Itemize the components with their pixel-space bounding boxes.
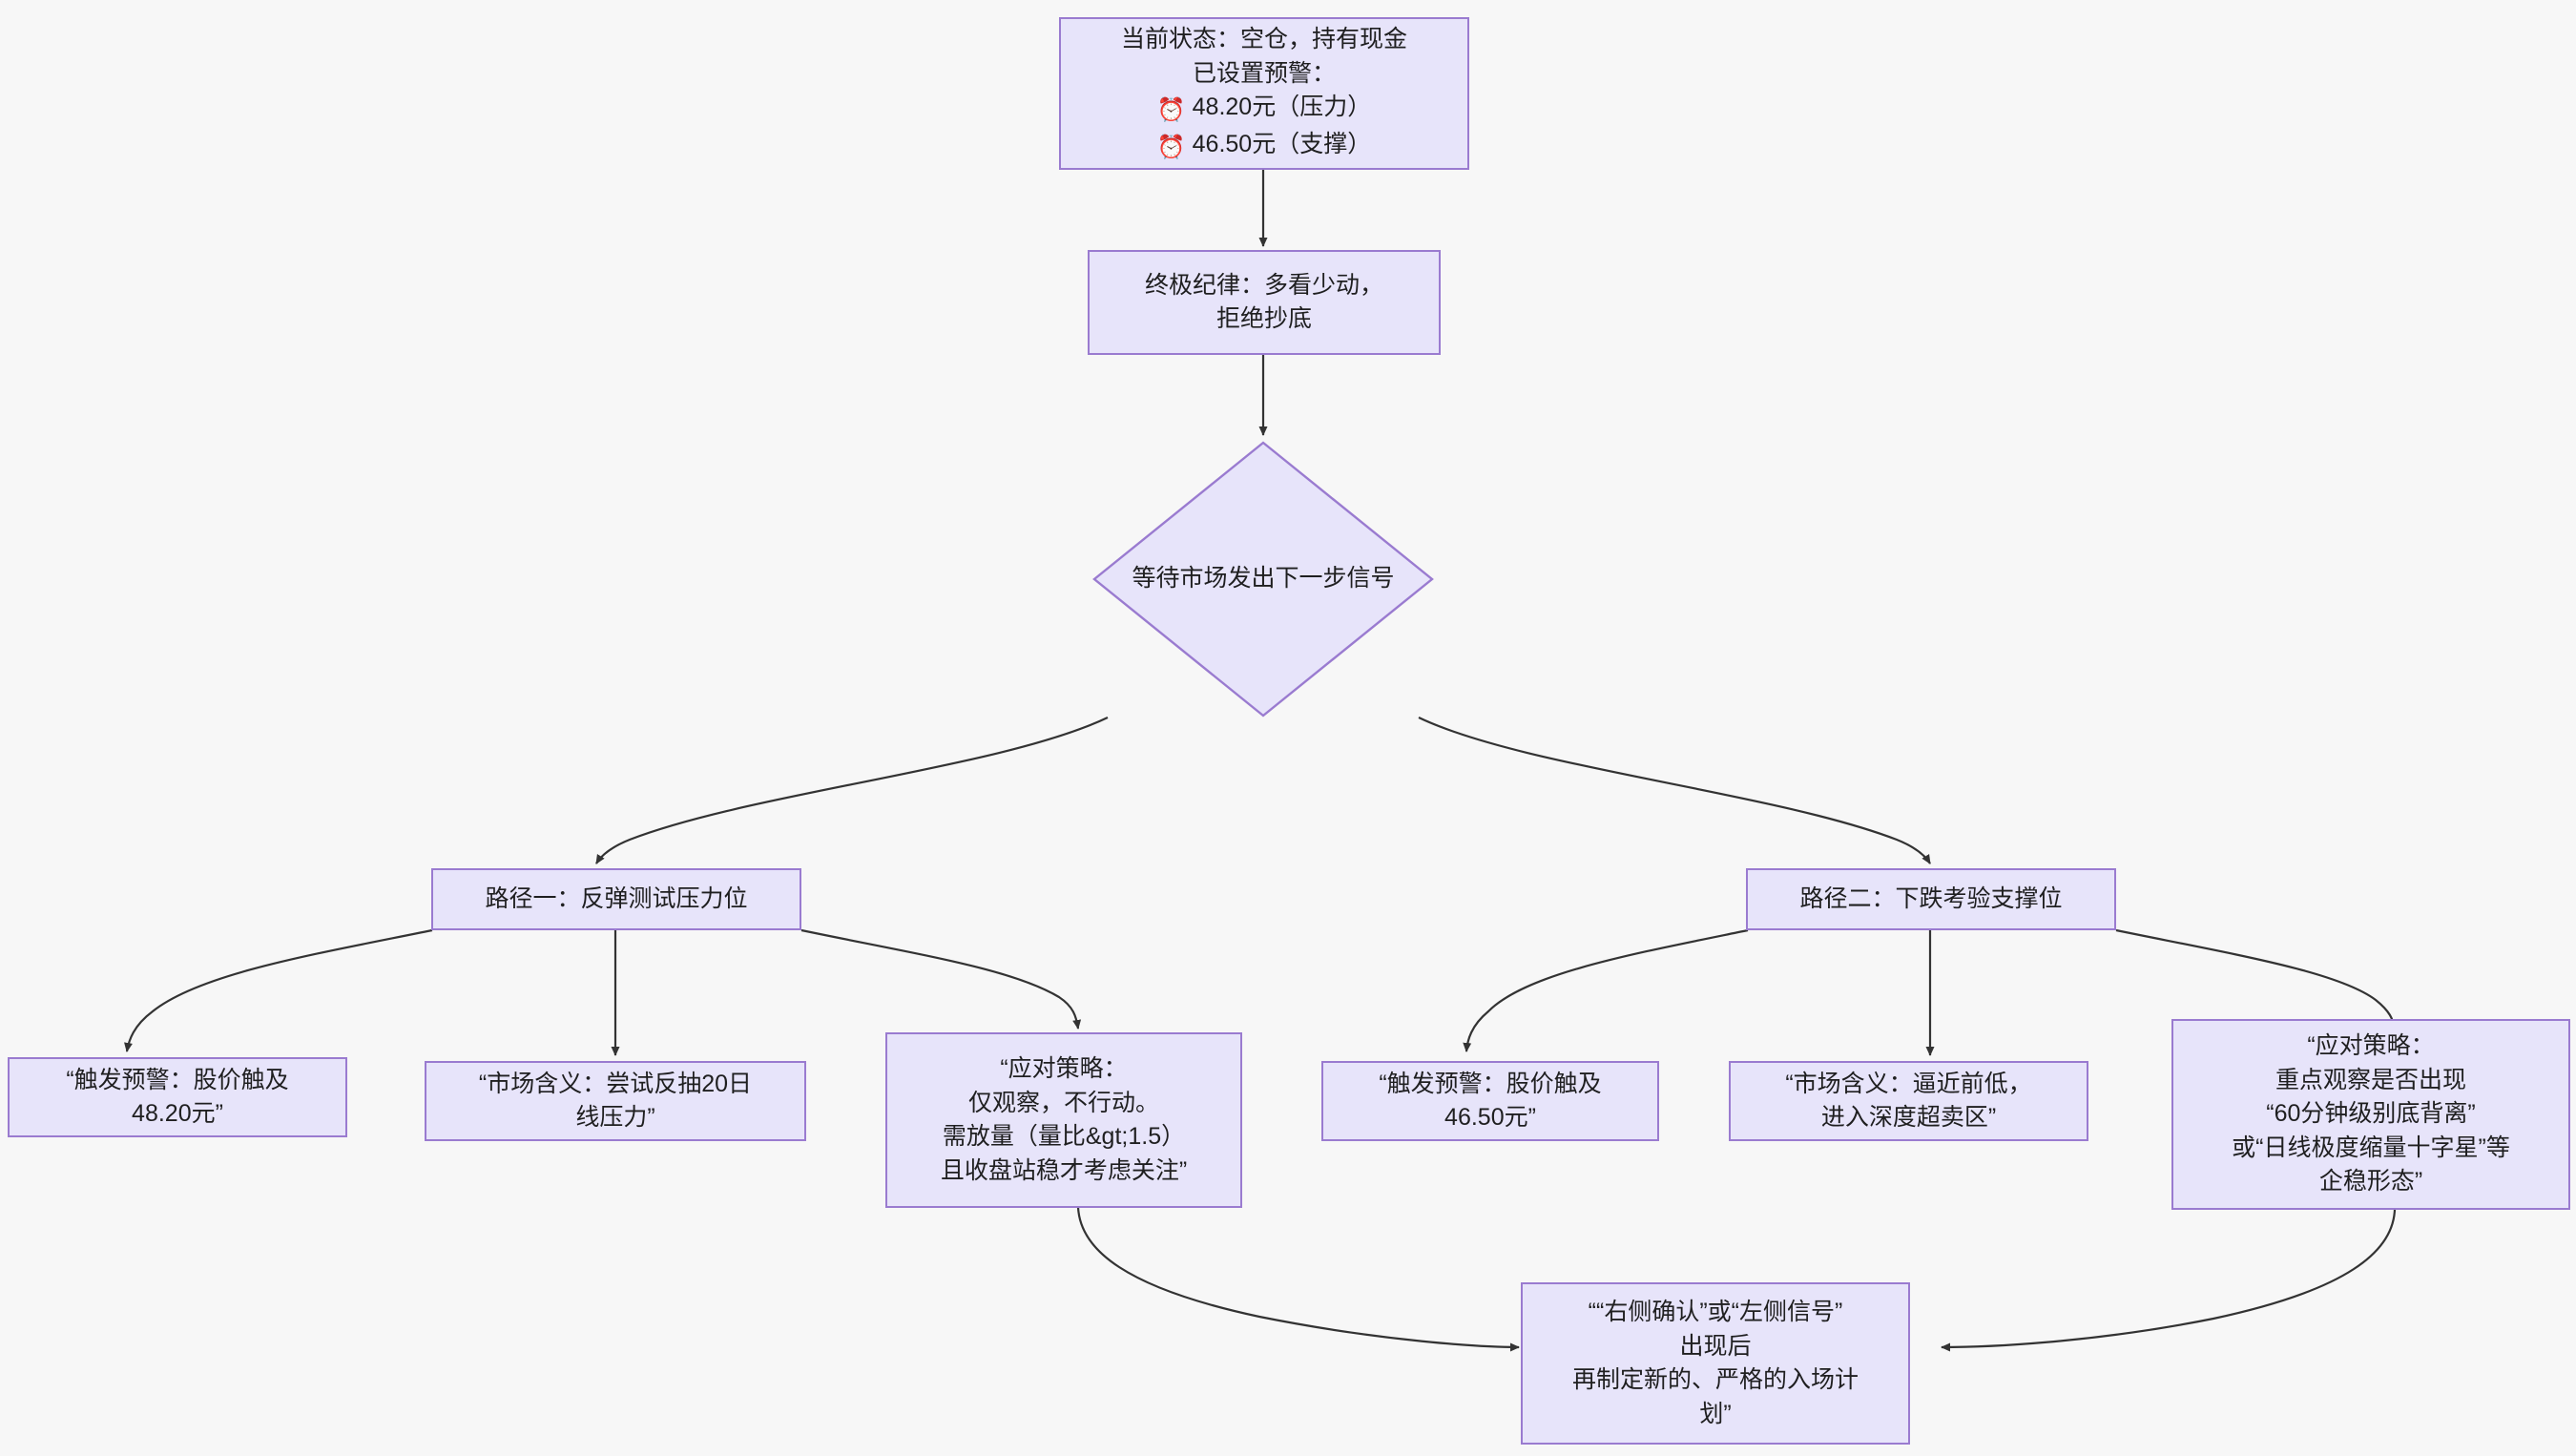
node-new-plan[interactable]: ““右侧确认”或“左侧信号” 出现后 再制定新的、严格的入场计 划” — [1521, 1282, 1910, 1445]
node-path-two[interactable]: 路径二：下跌考验支撑位 — [1746, 868, 2116, 930]
alarm-clock-icon: ⏰ — [1156, 134, 1186, 160]
node-current-state[interactable]: 当前状态：空仓，持有现金 已设置预警： ⏰ 48.20元（压力） ⏰ 46.50… — [1059, 17, 1469, 170]
edge-wait-signal-to-path-one — [595, 717, 1109, 864]
edge-path-one-to-strategy-observe — [800, 928, 1082, 1030]
edge-path-two-to-strategy-divergence — [2115, 928, 2398, 1030]
node-trigger-46[interactable]: “触发预警：股价触及 46.50元” — [1321, 1061, 1659, 1141]
node-discipline[interactable]: 终极纪律：多看少动， 拒绝抄底 — [1088, 250, 1441, 355]
node-meaning-20ma[interactable]: “市场含义：尝试反抽20日 线压力” — [425, 1061, 806, 1141]
current-state-line1: 当前状态：空仓，持有现金 — [1120, 26, 1407, 53]
edge-path-two-to-trigger-46 — [1463, 928, 1749, 1052]
edge-wait-signal-to-path-two — [1418, 717, 1931, 864]
node-strategy-observe[interactable]: “应对策略： 仅观察，不行动。 需放量（量比&gt;1.5） 且收盘站稳才考虑关… — [885, 1032, 1242, 1208]
node-strategy-divergence[interactable]: “应对策略： 重点观察是否出现 “60分钟级别底背离” 或“日线极度缩量十字星”… — [2171, 1019, 2570, 1210]
edge-strategy-divergence-to-new-plan — [1941, 1209, 2397, 1352]
current-state-line2: 已设置预警： — [1192, 59, 1336, 87]
diamond-shape — [1092, 441, 1434, 718]
node-wait-signal[interactable]: 等待市场发出下一步信号 — [1092, 441, 1434, 718]
wait-signal-label: 等待市场发出下一步信号 — [1132, 565, 1395, 593]
current-state-alert-1: ⏰ 48.20元（压力） — [1157, 91, 1371, 127]
alarm-clock-icon: ⏰ — [1156, 97, 1186, 124]
node-trigger-48[interactable]: “触发预警：股价触及 48.20元” — [8, 1057, 347, 1137]
edge-strategy-observe-to-new-plan — [1076, 1206, 1520, 1352]
node-path-one[interactable]: 路径一：反弹测试压力位 — [431, 868, 801, 930]
current-state-alert-2: ⏰ 46.50元（支撑） — [1157, 128, 1371, 164]
edge-path-one-to-trigger-48 — [124, 928, 433, 1052]
node-meaning-oversold[interactable]: “市场含义：逼近前低， 进入深度超卖区” — [1729, 1061, 2088, 1141]
